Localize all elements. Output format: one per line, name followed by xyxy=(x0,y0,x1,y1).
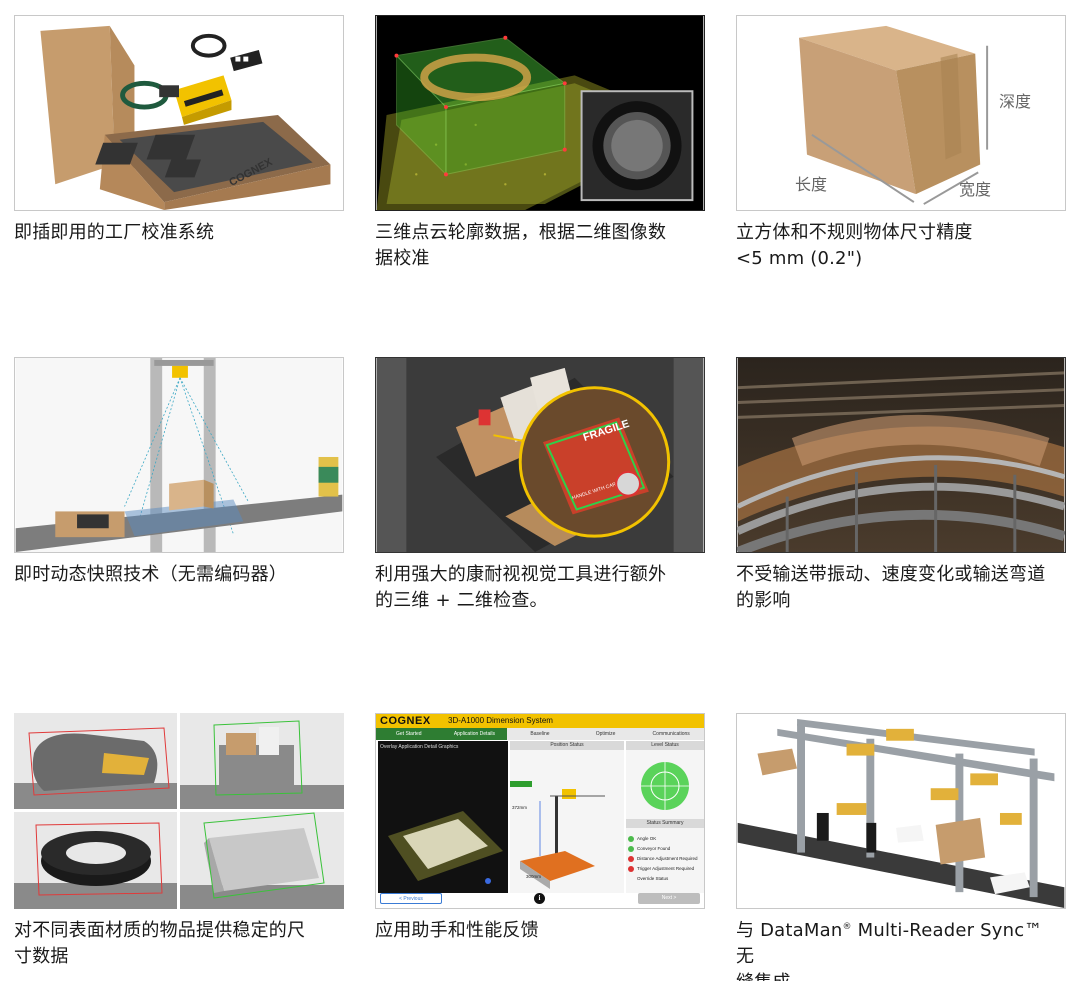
step-application-details[interactable]: Application Details xyxy=(441,728,508,740)
previous-button[interactable]: < Previous xyxy=(380,893,442,904)
position-status-title: Position Status xyxy=(510,741,624,750)
caption-9: 与 DataMan® Multi-Reader Sync™ 无 缝集成 xyxy=(736,920,1043,981)
conveyor-curve-image xyxy=(736,357,1066,553)
box-dimensions-image: 深度 长度 宽度 xyxy=(736,15,1066,211)
feature-tile-8: COGNEX 3D-A1000 Dimension System Get Sta… xyxy=(375,713,705,944)
factory-calibration-image: COGNEX xyxy=(14,15,344,211)
status-distance-adjust: Distance Adjustment Required xyxy=(637,856,698,861)
dynamic-snapshot-image xyxy=(14,357,344,553)
point-cloud-image xyxy=(375,15,705,211)
level-status-title: Level Status xyxy=(626,741,704,750)
dim-a-label: 372mm xyxy=(512,805,528,810)
surface-materials-image xyxy=(14,713,344,909)
status-override[interactable]: Override Status xyxy=(637,876,669,881)
status-conveyor-found: Conveyor Found xyxy=(637,846,671,851)
feature-tile-7: 对不同表面材质的物品提供稳定的尺 寸数据 xyxy=(14,713,344,970)
status-trigger-adjust: Trigger Adjustment Required xyxy=(637,866,695,871)
app-title: 3D-A1000 Dimension System xyxy=(448,716,553,725)
info-icon[interactable]: i xyxy=(534,893,545,904)
app-header-bar xyxy=(376,714,704,728)
feature-tile-1: COGNEX 即插即用的工厂校准系统 xyxy=(14,15,344,246)
caption-6: 不受输送带振动、速度变化或输送弯道 的影响 xyxy=(736,564,1046,611)
dim-b-label: 300mm xyxy=(526,874,542,879)
point-cloud-viewport xyxy=(378,741,508,893)
cognex-logo: COGNEX xyxy=(380,715,431,727)
dataman-integration-image xyxy=(736,713,1066,909)
fragile-inspection-image: FRAGILE HANDLE WITH CARE xyxy=(375,357,705,553)
position-status-panel xyxy=(510,741,624,893)
wizard-steps: Get Started Application Details Baseline… xyxy=(376,728,704,740)
step-communications[interactable]: Communications xyxy=(652,731,690,737)
feature-tile-3: 深度 长度 宽度 立方体和不规则物体尺寸精度 <5 mm (0.2") xyxy=(736,15,1066,272)
step-get-started[interactable]: Get Started xyxy=(376,728,442,740)
feature-tile-6: 不受输送带振动、速度变化或输送弯道 的影响 xyxy=(736,357,1066,614)
feature-tile-4: 即时动态快照技术（无需编码器） xyxy=(14,357,344,588)
feature-tile-5: FRAGILE HANDLE WITH CARE 利用强大的康耐视视觉工具进行额… xyxy=(375,357,705,614)
step-baseline[interactable]: Baseline xyxy=(530,731,550,737)
caption-3: 立方体和不规则物体尺寸精度 <5 mm (0.2") xyxy=(736,222,973,269)
caption-4: 即时动态快照技术（无需编码器） xyxy=(14,564,287,585)
overlay-checkbox[interactable]: Overlay Application Detail Graphics xyxy=(380,744,459,750)
application-assistant-screenshot: COGNEX 3D-A1000 Dimension System Get Sta… xyxy=(375,713,705,909)
step-optimize[interactable]: Optimize xyxy=(595,731,616,737)
level-status-panel xyxy=(626,741,704,893)
feature-tile-9: 与 DataMan® Multi-Reader Sync™ 无 缝集成 xyxy=(736,713,1066,981)
caption-2: 三维点云轮廓数据，根据二维图像数 据校准 xyxy=(375,222,667,269)
length-label: 长度 xyxy=(795,175,828,194)
feature-tile-2: 三维点云轮廓数据，根据二维图像数 据校准 xyxy=(375,15,705,272)
next-button[interactable]: Next > xyxy=(638,893,700,904)
caption-8: 应用助手和性能反馈 xyxy=(375,920,539,941)
caption-5: 利用强大的康耐视视觉工具进行额外 的三维 + 二维检查。 xyxy=(375,564,667,611)
caption-1: 即插即用的工厂校准系统 xyxy=(14,222,215,243)
status-summary-title: Status Summary xyxy=(626,819,704,828)
status-angle-ok: Angle OK xyxy=(637,836,657,841)
depth-label: 深度 xyxy=(999,92,1032,111)
caption-7: 对不同表面材质的物品提供稳定的尺 寸数据 xyxy=(14,920,306,967)
width-label: 宽度 xyxy=(959,180,992,199)
